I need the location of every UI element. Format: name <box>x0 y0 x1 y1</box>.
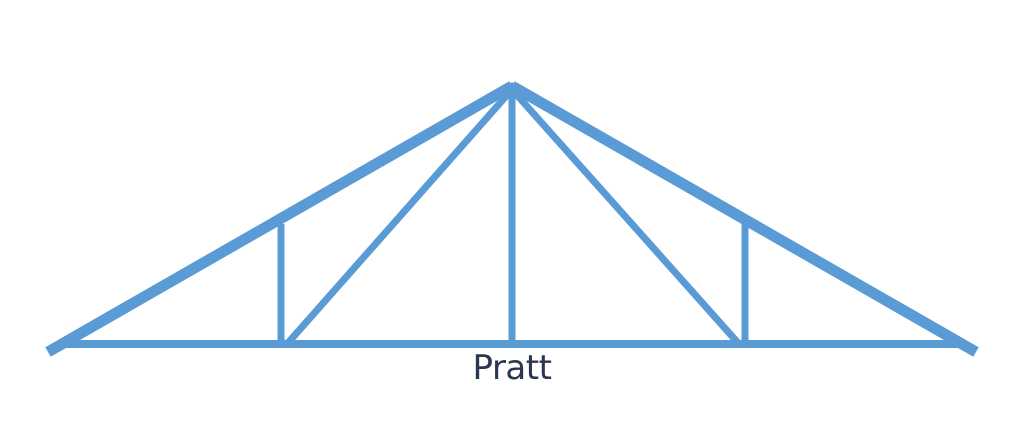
top-chord-left <box>45 81 515 357</box>
diagonal-left <box>284 91 511 347</box>
top-chord-right <box>509 81 979 357</box>
apex-joint <box>500 82 524 97</box>
truss-type-label: Pratt <box>472 348 552 388</box>
diagonal-right <box>513 91 742 347</box>
